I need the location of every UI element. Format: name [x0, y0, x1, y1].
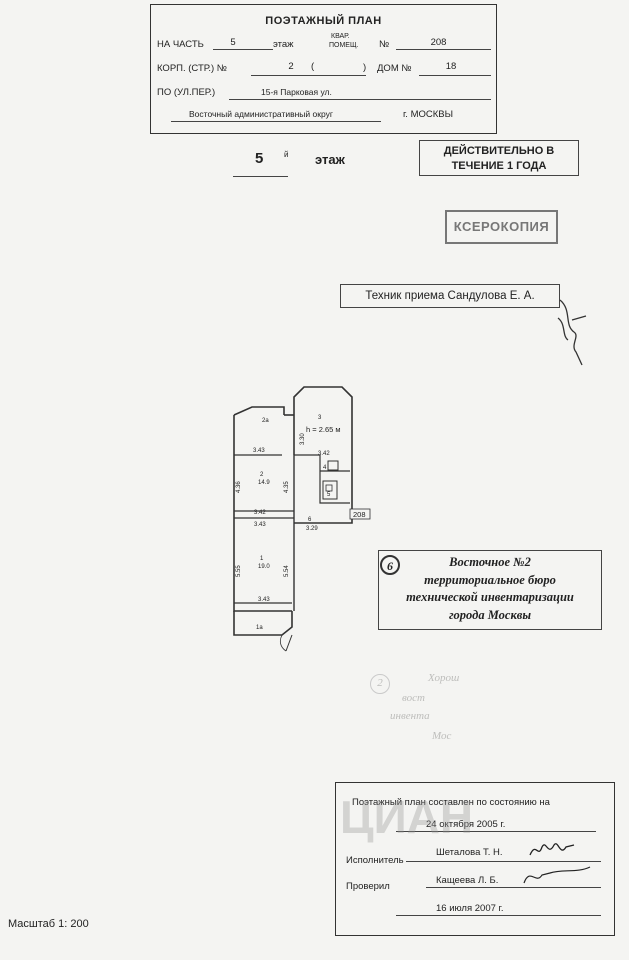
- room1-w-top: 3.43: [254, 522, 266, 528]
- validity-line-1: ДЕЙСТВИТЕЛЬНО В: [443, 145, 555, 157]
- checked-name: Кащеева Л. Б.: [436, 875, 499, 886]
- city: г. МОСКВЫ: [403, 109, 454, 120]
- floor-plan: 208 2а 3.43 2 14.9 4.36 4.35 3.42 3 h = …: [233, 386, 371, 652]
- room1-area: 19.0: [258, 564, 270, 570]
- room1-id: 1: [260, 556, 264, 562]
- faded-line-4: Мос: [432, 730, 452, 742]
- header-title: ПОЭТАЖНЫЙ ПЛАН: [265, 15, 382, 27]
- watermark: ЦИАН: [340, 791, 474, 843]
- faded-line-1: Хорош: [428, 672, 460, 684]
- building-value: 2: [288, 61, 294, 72]
- number-sign: №: [379, 39, 390, 50]
- room2-w-top: 3.43: [253, 448, 265, 454]
- room2-h-left: 4.36: [236, 481, 242, 493]
- room6-id: 6: [308, 517, 312, 523]
- room3-w-bottom: 3.42: [318, 451, 330, 457]
- room3-id: 3: [318, 415, 322, 421]
- room4-id: 4: [323, 465, 327, 471]
- apt-label-1: КВАР.: [331, 33, 350, 40]
- building-paren-open: (: [311, 61, 315, 72]
- balcony-top-label: 2а: [262, 418, 269, 424]
- header-box: ПОЭТАЖНЫЙ ПЛАН НА ЧАСТЬ 5 этаж КВАР. ПОМ…: [150, 4, 497, 134]
- copy-stamp: КСЕРОКОПИЯ: [445, 210, 558, 244]
- street-label: ПО (УЛ.ПЕР.): [157, 87, 216, 98]
- bti-stamp: Восточное №2 территориальное бюро технич…: [378, 550, 602, 630]
- floor-number: 5: [255, 150, 264, 167]
- checker-signature: [523, 866, 591, 884]
- district: Восточный административный округ: [189, 109, 333, 119]
- house-value: 18: [445, 61, 457, 72]
- room3-h-left: 3.30: [300, 433, 306, 445]
- building-paren-close: ): [363, 62, 367, 73]
- executor-signature: [529, 843, 575, 856]
- room5-id: 5: [327, 492, 331, 498]
- apt-number: 208: [430, 37, 447, 48]
- floor-word: этаж: [315, 152, 345, 167]
- room6-w: 3.29: [306, 526, 318, 532]
- technician-stamp: Техник приема Сандулова Е. А.: [340, 284, 560, 308]
- part-value: 5: [230, 37, 236, 48]
- footer-date-2: 16 июля 2007 г.: [436, 903, 504, 914]
- bti-line-4: города Москвы: [448, 607, 532, 622]
- apt-tag: 208: [353, 510, 366, 519]
- room1-h-right: 5.54: [284, 565, 290, 577]
- bti-line-1: Восточное №2: [449, 555, 531, 569]
- building-label: КОРП. (СТР.) №: [157, 63, 227, 74]
- footer-date-1: 24 октября 2005 г.: [426, 819, 506, 830]
- validity-stamp: ДЕЙСТВИТЕЛЬНО В ТЕЧЕНИЕ 1 ГОДА: [419, 140, 579, 176]
- executor-name: Шеталова Т. Н.: [436, 847, 503, 858]
- faded-stamp: 2 Хорош вост инвента Мос: [370, 668, 520, 748]
- room2-w-bottom: 3.42: [254, 510, 266, 516]
- faded-line-2: вост: [402, 692, 425, 704]
- bti-number: 6: [380, 555, 400, 575]
- technician-signature: [557, 299, 587, 366]
- validity-line-2: ТЕЧЕНИЕ 1 ГОДА: [451, 160, 547, 172]
- part-label: НА ЧАСТЬ: [157, 39, 204, 50]
- street-value: 15-я Парковая ул.: [261, 87, 332, 97]
- scale-label: Масштаб 1: 200: [8, 918, 89, 930]
- balcony-bottom-label: 1а: [256, 625, 263, 631]
- bti-line-3: технической инвентаризации: [406, 590, 574, 604]
- room3-height: h = 2.65 м: [306, 425, 341, 434]
- room2-h-right: 4.35: [284, 481, 290, 493]
- footer-box: Поэтажный план составлен по состоянию на…: [335, 782, 615, 936]
- executor-label: Исполнитель: [346, 855, 404, 866]
- faded-stamp-number: 2: [370, 674, 390, 694]
- footer-line-1: Поэтажный план составлен по состоянию на: [352, 797, 550, 808]
- room2-area: 14.9: [258, 480, 270, 486]
- room1-h-left: 5.55: [236, 565, 242, 577]
- floor-label: этаж: [273, 39, 294, 50]
- room2-id: 2: [260, 472, 264, 478]
- house-label: ДОМ №: [377, 63, 412, 74]
- checked-label: Проверил: [346, 881, 390, 892]
- faded-line-3: инвента: [390, 710, 430, 722]
- room1-w-bottom: 3.43: [258, 597, 270, 603]
- apt-label-2: ПОМЕЩ.: [329, 42, 359, 49]
- floor-suffix: й: [284, 150, 289, 159]
- bti-line-2: территориальное бюро: [424, 572, 556, 587]
